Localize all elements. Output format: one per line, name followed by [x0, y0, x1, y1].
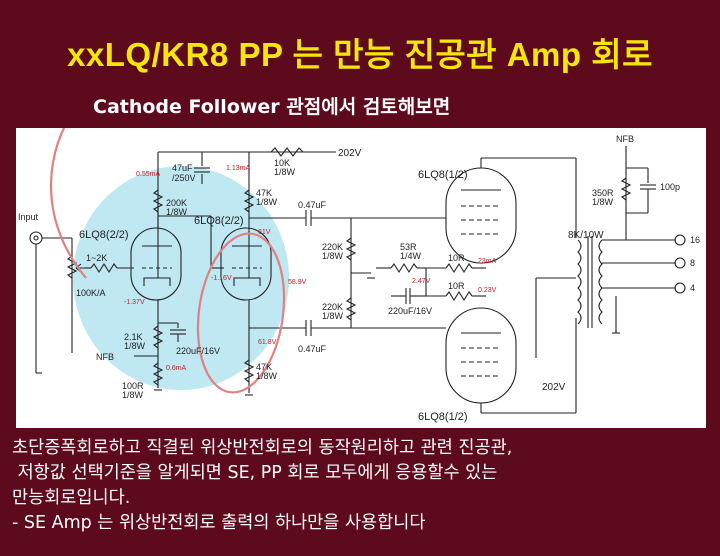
v-247-label: 2.47V	[412, 278, 431, 285]
c-47uf-label: 47uF	[172, 163, 193, 173]
current-23-label: 23mA	[478, 258, 497, 265]
c-220-mid-label: 220uF/16V	[388, 306, 432, 316]
r-10k-watt-label: 1/8W	[274, 167, 296, 177]
r-47k-top-label: 47K	[256, 188, 272, 198]
r-10k-label: 10K	[274, 158, 290, 168]
r-220k-a-watt-label: 1/8W	[322, 251, 344, 261]
nfb-left-label: NFB	[96, 352, 114, 362]
r-47k-top-watt-label: 1/8W	[256, 197, 278, 207]
r-200k-label: 200K	[166, 198, 187, 208]
v-137-label: -1.37V	[124, 299, 145, 306]
r-350r-watt-label: 1/8W	[592, 197, 614, 207]
schematic-diagram: Input 1~2K 100K/A 6LQ8(2/2) 6LQ8(2/2) 0.…	[18, 128, 700, 423]
r-220k-b-watt-label: 1/8W	[322, 311, 344, 321]
current-06-label: 0.6mA	[166, 365, 187, 372]
tap-8-label: 8	[690, 258, 695, 268]
r-220k-a-label: 220K	[322, 242, 343, 252]
r-220k-b-label: 220K	[322, 302, 343, 312]
description-line-3: 만능회로입니다.	[12, 488, 131, 508]
c-47uf-voltage-label: /250V	[172, 173, 196, 183]
transformer-label: 8K/10W	[568, 230, 604, 241]
description-line-2: 저항값 선택기준을 알게되면 SE, PP 회로 모두에게 응용할수 있는	[12, 463, 498, 483]
section-subtitle: Cathode Follower 관점에서 검토해보면	[93, 96, 451, 118]
tap-4-label: 4	[690, 283, 695, 293]
v-589-label: 58.9V	[288, 279, 307, 286]
tube-v1b-label: 6LQ8(2/2)	[194, 215, 244, 227]
description-line-1: 초단증폭회로하고 직결된 위상반전회로의 동작원리하고 관련 진공관,	[12, 438, 513, 458]
page-title: xxLQ/KR8 PP 는 만능 진공관 Amp 회로	[67, 36, 653, 73]
description-line-4: - SE Amp 는 위상반전회로 출력의 하나만을 사용합니다	[12, 513, 426, 533]
cathode-annotation-circle	[196, 232, 286, 394]
r-100r-watt-label: 1/8W	[122, 390, 144, 400]
tube-top-label: 6LQ8(1/2)	[418, 169, 468, 181]
current-113-label: 1.13mA	[226, 165, 250, 172]
nfb-top-label: NFB	[616, 134, 634, 144]
r-1to2k-label: 1~2K	[86, 253, 107, 263]
input-label: Input	[18, 212, 39, 222]
tube-v1a-label: 6LQ8(2/2)	[79, 229, 129, 241]
description-text: 초단증폭회로하고 직결된 위상반전회로의 동작원리하고 관련 진공관, 저항값 …	[12, 436, 718, 536]
supply-label: 202V	[338, 148, 362, 159]
pot-100k-label: 100K/A	[76, 288, 106, 298]
v-116-label: -1.16V	[211, 275, 232, 282]
r-10r-b-label: 10R	[448, 281, 465, 291]
r-53r-watt-label: 1/4W	[400, 251, 422, 261]
r-200k-watt-label: 1/8W	[166, 207, 188, 217]
r-100r-label: 100R	[122, 381, 144, 391]
c-047-bot-label: 0.47uF	[298, 344, 327, 354]
v-61-label: 61V	[258, 229, 271, 236]
r-21k-label: 2.1K	[124, 332, 143, 342]
r-47k-bot-label: 47K	[256, 362, 272, 372]
c-047-top-label: 0.47uF	[298, 200, 327, 210]
tube-bottom-label: 6LQ8(1/2)	[418, 411, 468, 423]
v-618-label: 61.8V	[258, 339, 277, 346]
v-023-label: 0.23V	[478, 287, 497, 294]
tap-16-label: 16	[690, 235, 700, 245]
annotation-arrow	[50, 128, 87, 279]
schematic-panel: Input 1~2K 100K/A 6LQ8(2/2) 6LQ8(2/2) 0.…	[16, 128, 706, 428]
r-53r-label: 53R	[400, 242, 417, 252]
r-350r-label: 350R	[592, 188, 614, 198]
c-100p-label: 100p	[660, 182, 680, 192]
c-220-left-label: 220uF/16V	[176, 346, 220, 356]
r-10r-a-label: 10R	[448, 253, 465, 263]
r-21k-watt-label: 1/8W	[124, 341, 146, 351]
r-47k-bot-watt-label: 1/8W	[256, 371, 278, 381]
current-055-label: 0.55mA	[136, 171, 160, 178]
supply-out-label: 202V	[542, 382, 566, 393]
